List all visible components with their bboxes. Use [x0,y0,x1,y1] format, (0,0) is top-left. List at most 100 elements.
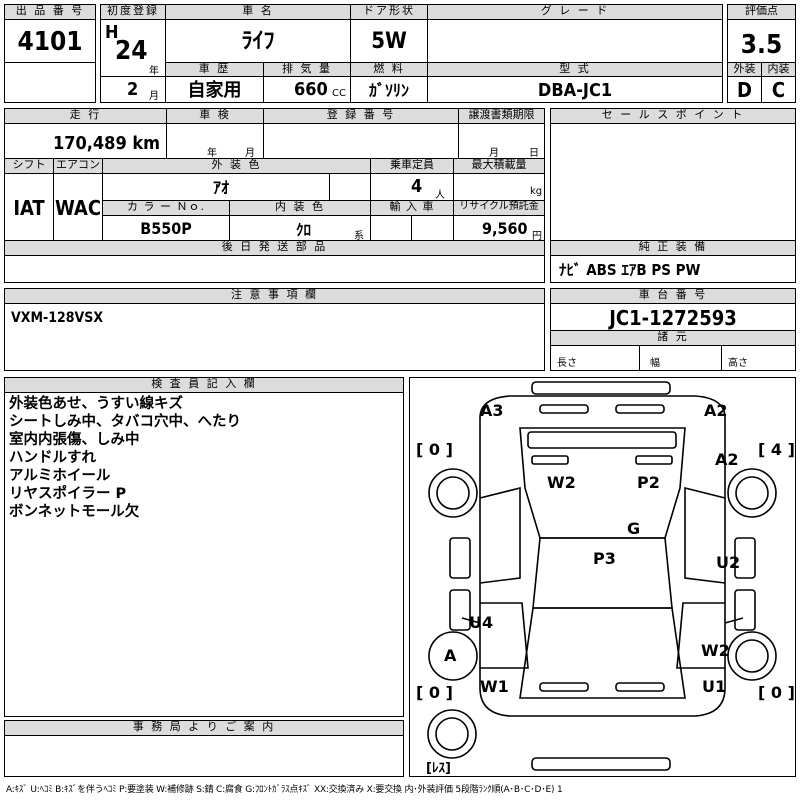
inspection-box: 年 月 [166,123,264,159]
inspector-line: ハンドルすれ [9,450,96,466]
damage-mark: W2 [547,473,576,492]
lot-label: 出 品 番 号 [4,4,96,20]
mileage-label: 走 行 [4,108,167,124]
fuel-label: 燃 料 [350,62,428,77]
sales-point [550,123,796,241]
history: 自家用 [165,76,264,103]
color-no-label: カ ラ ー Ｎｏ. [102,200,230,216]
color-no: B550P [102,215,230,241]
dim-height: 高さ [721,345,796,371]
year-unit: 年 [149,66,159,77]
ext-color-extra [329,173,371,201]
recycle-box: 9,560 円 [453,215,545,242]
damage-mark: U2 [716,553,741,572]
caution: VXM-128VSX [4,303,545,371]
car-outline [427,381,777,771]
tr-month-unit: 月 [489,148,499,159]
max-load-box: kg [453,173,545,201]
sales-point-label: セ ー ル ス ポ イ ン ト [550,108,796,124]
damage-mark: A3 [480,401,504,420]
legend: A:ｷｽﾞ U:ﾍｺﾐ B:ｷｽﾞを伴うﾍｺﾐ P:要塗装 W:補修跡 S:錆 … [6,785,563,795]
damage-mark: U1 [702,677,727,696]
caution-label: 注 意 事 項 欄 [4,288,545,304]
inspector-line: 外装色あせ、うすい線キズ [9,396,183,412]
first-reg-label: 初度登録 [100,4,166,20]
reg-no-label: 登 録 番 号 [263,108,459,124]
int-color-label: 内 装 色 [229,200,371,216]
int-color-box: ｸﾛ 系 [229,215,371,242]
damage-mark: A2 [704,401,728,420]
tr-day-unit: 日 [529,148,539,159]
chassis: JC1-1272593 [550,303,796,331]
reg-year: 24 [115,36,148,66]
damage-mark: A2 [715,450,739,469]
grade-value [427,19,723,63]
inspector-line: ボンネットモール欠 [9,504,140,520]
inspector-line: 室内内張傷、しみ中 [9,432,140,448]
damage-mark: W1 [480,677,509,696]
later-parts [4,255,545,283]
tire-front-right: [ 0 ] [758,683,795,702]
capacity-box: 4 人 [370,173,454,201]
inspector-line: リヤスポイラー P [9,486,127,502]
capacity-unit: 人 [435,190,445,201]
displacement: 660 [294,79,328,100]
door-type: 5W [350,19,428,63]
insp-month-unit: 月 [245,148,255,159]
capacity-label: 乗車定員 [370,158,454,174]
office-label: 事 務 局 よ り ご 案 内 [4,720,404,736]
inspector-label: 検 査 員 記 入 欄 [4,377,404,393]
exterior-grade: D [727,76,762,103]
import-label: 輸 入 車 [370,200,454,216]
tire-front-left: [ 0 ] [416,683,453,702]
import-a [370,215,412,241]
inspector-line: アルミホイール [9,468,111,484]
transfer-label: 譲渡書類期限 [458,108,545,124]
reg-month-box: 2 月 [100,76,166,103]
capacity: 4 [411,176,423,197]
office-box [4,735,404,777]
transfer-box: 月 日 [458,123,545,159]
damage-mark: P3 [593,549,616,568]
spare-tire: [ﾚｽ] [426,761,451,776]
score-label: 評価点 [727,4,796,20]
era: H [105,22,119,43]
dim-length: 長さ [550,345,640,371]
door-label: ドア形状 [350,4,428,20]
import-b [411,215,454,241]
int-color-unit: 系 [354,231,364,242]
damage-mark: A [444,646,457,665]
later-parts-label: 後 日 発 送 部 品 [4,240,545,256]
max-load-unit: kg [530,186,543,197]
recycle: 9,560 [482,219,528,238]
insp-year-unit: 年 [207,148,217,159]
reg-no [263,123,459,159]
damage-mark: G [627,519,641,538]
lot-number: 4101 [4,19,96,63]
exterior-label: 外装 [727,62,762,77]
ac-label: エアコン [53,158,103,174]
reg-month: 2 [127,79,139,100]
chassis-label: 車 台 番 号 [550,288,796,304]
shift-label: シフト [4,158,54,174]
model-label: 型 式 [427,62,723,77]
dim-width: 幅 [639,345,722,371]
height-label: 高さ [728,358,748,369]
equipment: ﾅﾋﾞ ABS ｴｱB PS PW [550,255,796,283]
lot-blank [4,62,96,103]
dims-label: 諸 元 [550,330,796,346]
tire-rear-right: [ 4 ] [758,440,795,459]
damage-mark: P2 [637,473,660,492]
ext-color-label: 外 装 色 [102,158,371,174]
first-reg-box: H 24 年 [100,19,166,77]
max-load-label: 最大積載量 [453,158,545,174]
car-name-label: 車 名 [165,4,351,20]
model: DBA-JC1 [427,76,723,103]
ac: WAC [53,173,103,241]
history-label: 車 歴 [165,62,264,77]
recycle-label: リサイクル預託金 [453,200,545,216]
interior-grade: C [761,76,796,103]
mileage: 170,489 km [4,123,167,159]
displacement-unit: CC [332,88,346,99]
damage-mark: U4 [469,613,494,632]
